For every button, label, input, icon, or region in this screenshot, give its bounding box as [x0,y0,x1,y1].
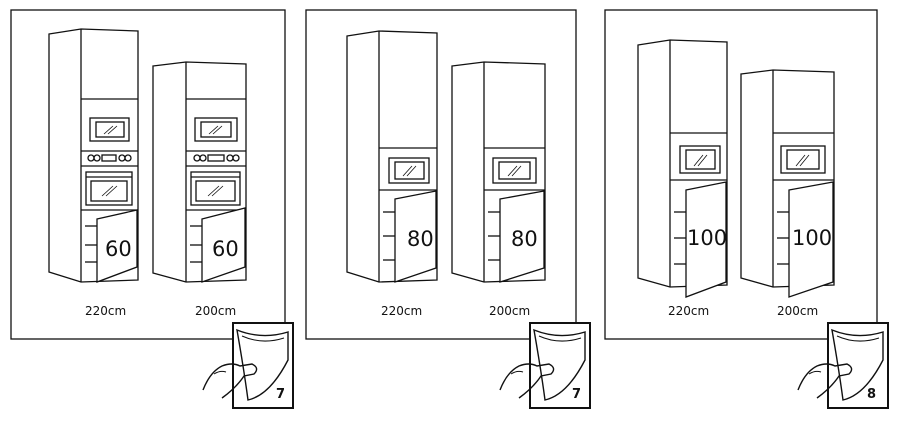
microwave-icon [492,157,537,184]
panel-2-labels: 80 80 220cm 200cm [381,227,538,318]
cabinet-220-microwave [346,30,438,283]
microwave-icon [89,117,130,142]
height-label: 200cm [489,304,530,318]
door-label: 100 [792,226,832,250]
oven-icon [85,154,133,206]
door-label: 100 [687,226,727,250]
microwave-icon [780,145,826,174]
panel-1 [10,9,286,340]
page-turn-hand-icon[interactable]: 7 [202,322,294,409]
open-door-icon [394,190,437,283]
door-label: 60 [212,237,239,261]
height-label: 200cm [195,304,236,318]
cabinet-200-microwave [740,69,835,298]
door-label: 80 [511,227,538,251]
page-ref: 8 [867,387,876,402]
page-ref: 7 [276,387,285,402]
oven-icon [190,154,241,206]
page-ref: 7 [572,387,581,402]
door-label: 80 [407,227,434,251]
panel-frame [604,9,878,340]
microwave-icon [388,157,430,184]
panel-3 [604,9,878,340]
cabinet-200-oven [152,61,247,283]
height-label: 220cm [381,304,422,318]
open-door-icon [201,207,246,283]
height-label: 220cm [668,304,709,318]
open-door-icon [788,181,834,298]
cabinet-220-oven [48,28,139,283]
panel-3-labels: 100 100 220cm 200cm [668,226,832,318]
microwave-icon [679,145,721,174]
open-door-icon [685,181,727,298]
open-door-icon [499,190,545,283]
microwave-icon [194,117,238,142]
panel-2 [305,9,577,340]
door-label: 60 [105,237,132,261]
height-label: 220cm [85,304,126,318]
height-label: 200cm [777,304,818,318]
open-door-icon [96,209,138,283]
cabinet-220-microwave [637,39,728,298]
panel-frame [305,9,577,340]
panel-1-labels: 60 60 220cm 200cm [85,237,239,318]
panel-frame [10,9,286,340]
page-turn-hand-icon[interactable]: 7 [499,322,591,409]
page-turn-hand-icon[interactable]: 8 [797,322,889,409]
cabinet-200-microwave [451,61,546,283]
